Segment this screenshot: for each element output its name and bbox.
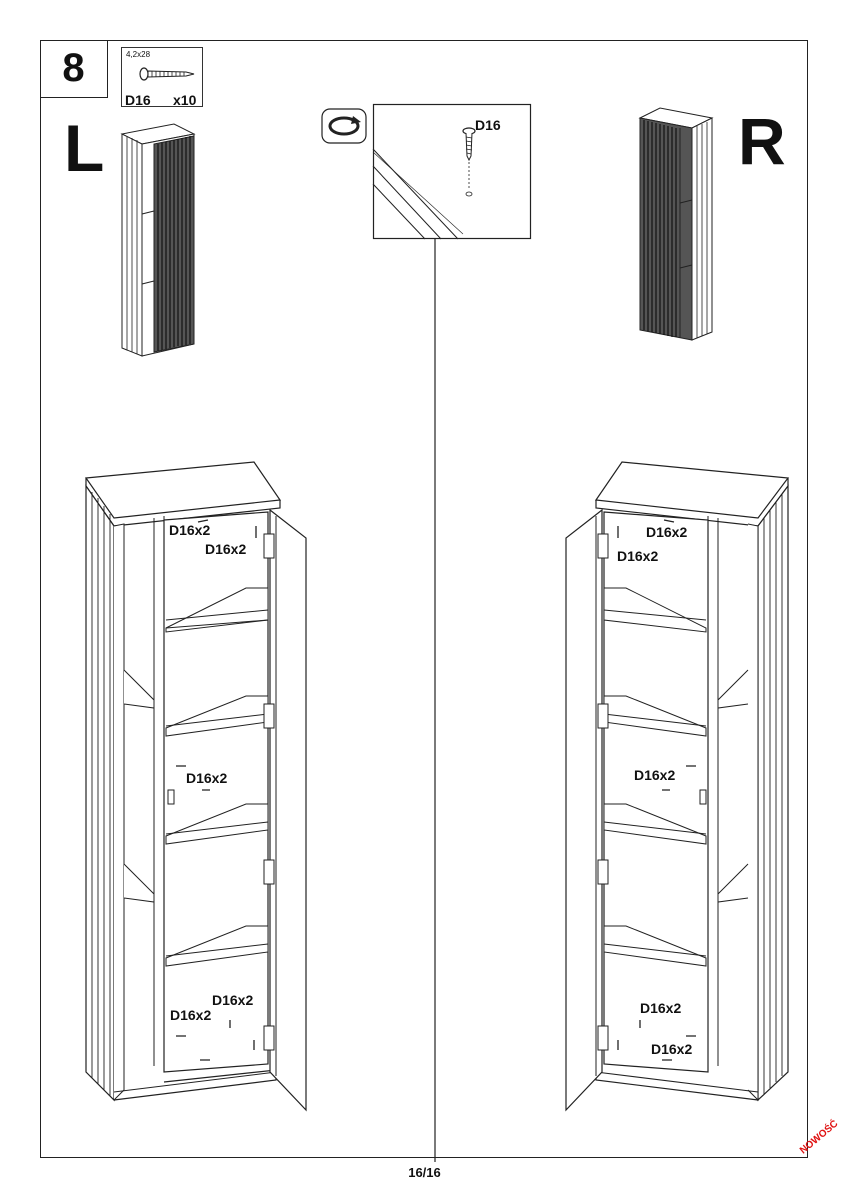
left-label-middle: D16x2 (186, 770, 228, 786)
detail-view (372, 103, 532, 240)
screw-icon (139, 67, 195, 81)
left-label-bottom-a: D16x2 (212, 992, 254, 1008)
left-label-bottom-b: D16x2 (170, 1007, 212, 1023)
right-label-top-b: D16x2 (617, 548, 659, 564)
page-frame (40, 40, 808, 1158)
detail-screw-icon (462, 127, 476, 197)
screw-size: 4,2x28 (126, 50, 151, 59)
side-right-letter: R (738, 104, 786, 178)
right-label-bottom-a: D16x2 (640, 1000, 682, 1016)
rotate-icon (321, 108, 367, 144)
right-label-top-a: D16x2 (646, 524, 688, 540)
left-cabinet-drawing (84, 461, 307, 1112)
right-label-bottom-b: D16x2 (651, 1041, 693, 1057)
side-left-letter: L (64, 111, 105, 185)
left-label-top-a: D16x2 (169, 522, 211, 538)
page-number: 16/16 (408, 1165, 441, 1180)
detail-screw-label: D16 (475, 117, 501, 133)
center-divider (434, 238, 436, 1162)
left-label-top-b: D16x2 (205, 541, 247, 557)
right-cabinet-thumbnail (638, 107, 714, 341)
right-label-middle: D16x2 (634, 767, 676, 783)
screw-quantity: x10 (173, 92, 197, 108)
parts-legend (121, 47, 203, 107)
screw-code: D16 (125, 92, 151, 108)
step-number: 8 (40, 40, 108, 98)
left-cabinet-thumbnail (120, 123, 196, 357)
right-cabinet-drawing (565, 461, 790, 1112)
